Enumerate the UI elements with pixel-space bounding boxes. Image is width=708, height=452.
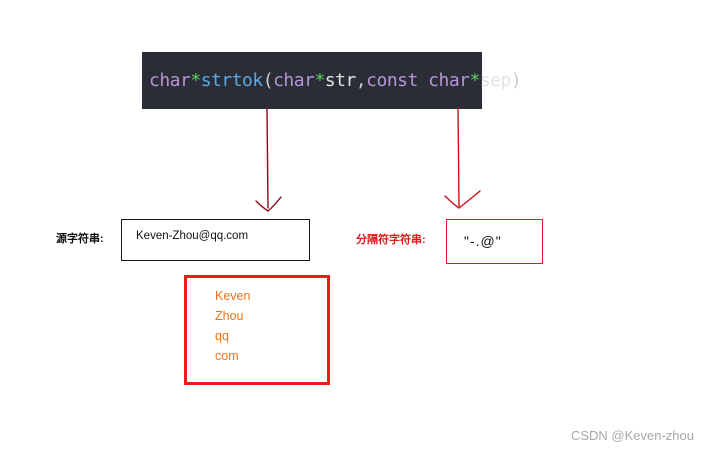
tokens-result-box: Keven Zhou qq com — [184, 275, 330, 385]
source-string-label: 源字符串: — [56, 233, 104, 245]
code-token-star: * — [469, 70, 481, 91]
source-string-value: Keven-Zhou@qq.com — [136, 230, 249, 242]
code-token-kw: char — [149, 70, 191, 91]
code-token-star: * — [314, 70, 325, 91]
separator-string-label: 分隔符字符串: — [356, 234, 426, 246]
code-token-star: * — [190, 70, 201, 91]
separator-string-box: "-.@" — [446, 219, 543, 264]
tokens-list: Keven Zhou qq com — [215, 286, 250, 366]
code-token-fn: strtok — [200, 70, 264, 91]
code-token-p: ( — [262, 70, 274, 91]
token-item: qq — [215, 329, 229, 343]
token-item: com — [215, 349, 239, 363]
separator-string-value: "-.@" — [464, 233, 502, 249]
arrow-str-to-source — [255, 107, 282, 212]
token-item: Zhou — [215, 309, 244, 323]
code-token-p: ) — [510, 70, 522, 91]
code-token-kw: char — [273, 70, 315, 91]
watermark: CSDN @Keven-zhou — [570, 428, 694, 443]
code-token-p: , — [355, 70, 367, 91]
source-string-box: Keven-Zhou@qq.com — [121, 219, 310, 261]
code-signature: char *strtok(char *str,const char *sep) — [142, 52, 522, 109]
code-token-id: sep — [479, 70, 512, 91]
token-item: Keven — [215, 289, 251, 303]
arrow-sep-to-separator — [444, 107, 481, 209]
code-token-kw: const char — [366, 70, 470, 91]
code-token-id: str — [324, 70, 357, 91]
